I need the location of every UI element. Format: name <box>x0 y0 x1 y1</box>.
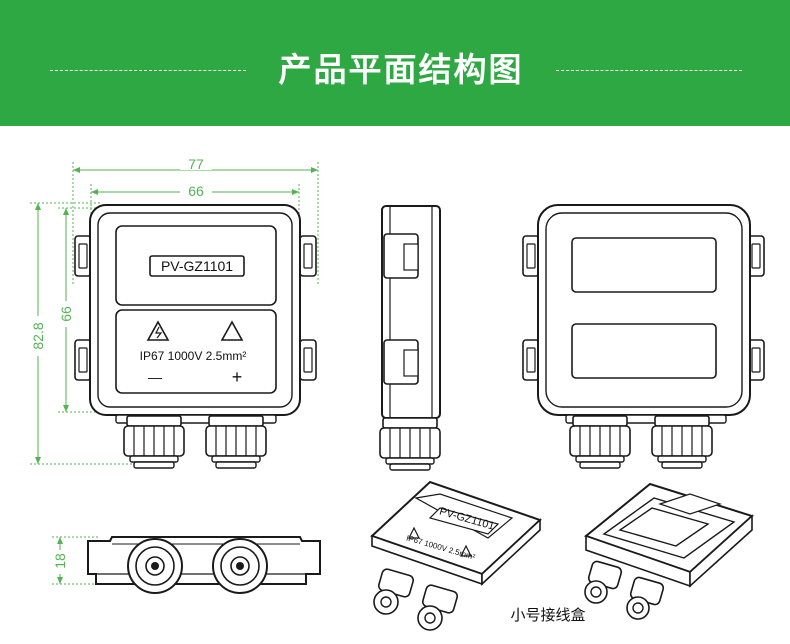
front-clip-right-top <box>299 235 317 277</box>
iso-back-gland-left <box>584 560 623 604</box>
header-rule-left <box>50 70 246 71</box>
iso-front-gland-left <box>373 568 415 615</box>
back-view <box>522 204 765 469</box>
page-title: 产品平面结构图 <box>278 50 524 89</box>
header-banner: 产品平面结构图 <box>0 0 790 126</box>
back-housing <box>537 204 751 416</box>
front-gland-left <box>123 415 185 469</box>
front-view: 77 66 82.8 66 PV-GZ1101 IP67 1000V 2.5mm… <box>30 156 319 469</box>
header-rule-right <box>556 70 742 71</box>
dim-overall-height: 82.8 <box>30 322 46 349</box>
front-rating-label: IP67 1000V 2.5mm² <box>140 349 247 363</box>
hot-surface-icon <box>220 320 244 341</box>
back-recess-top <box>571 237 717 293</box>
dim-inner-height: 66 <box>58 306 74 322</box>
iso-front-gland-right <box>417 584 459 631</box>
side-gland <box>379 417 441 471</box>
back-gland-left <box>569 415 631 469</box>
front-clip-left-bottom <box>74 339 92 381</box>
iso-back-view <box>583 482 754 620</box>
iso-front-housing <box>370 480 542 576</box>
dim-overall-width: 77 <box>188 156 204 172</box>
bottom-gland-left <box>127 538 183 594</box>
iso-back-gland-right <box>626 576 665 620</box>
back-clip-left-top <box>522 235 540 277</box>
back-gland-right <box>651 415 713 469</box>
plus-sign: + <box>232 367 243 387</box>
front-model-label: PV-GZ1101 <box>161 258 233 274</box>
front-gland-right <box>205 415 267 469</box>
electric-warning-icon <box>146 320 170 341</box>
caption-small-junction-box: 小号接线盒 <box>510 606 585 624</box>
dim-side-height: 18 <box>52 553 68 569</box>
bottom-view: 18 <box>52 536 321 594</box>
front-model-plate <box>149 255 245 277</box>
structure-drawing: 77 66 82.8 66 PV-GZ1101 IP67 1000V 2.5mm… <box>30 156 765 631</box>
front-clip-left-top <box>74 235 92 277</box>
dim-inner-width: 66 <box>188 183 204 199</box>
front-arrowheads <box>35 167 318 464</box>
front-clip-right-bottom <box>299 339 317 381</box>
back-recess-bottom <box>571 323 717 379</box>
back-clip-left-bottom <box>522 339 540 381</box>
minus-sign: — <box>148 369 162 385</box>
iso-front-view: PV-GZ1101 IP67 1000V 2.5mm² <box>370 480 542 631</box>
side-view <box>379 205 441 471</box>
bottom-gland-right <box>212 538 268 594</box>
